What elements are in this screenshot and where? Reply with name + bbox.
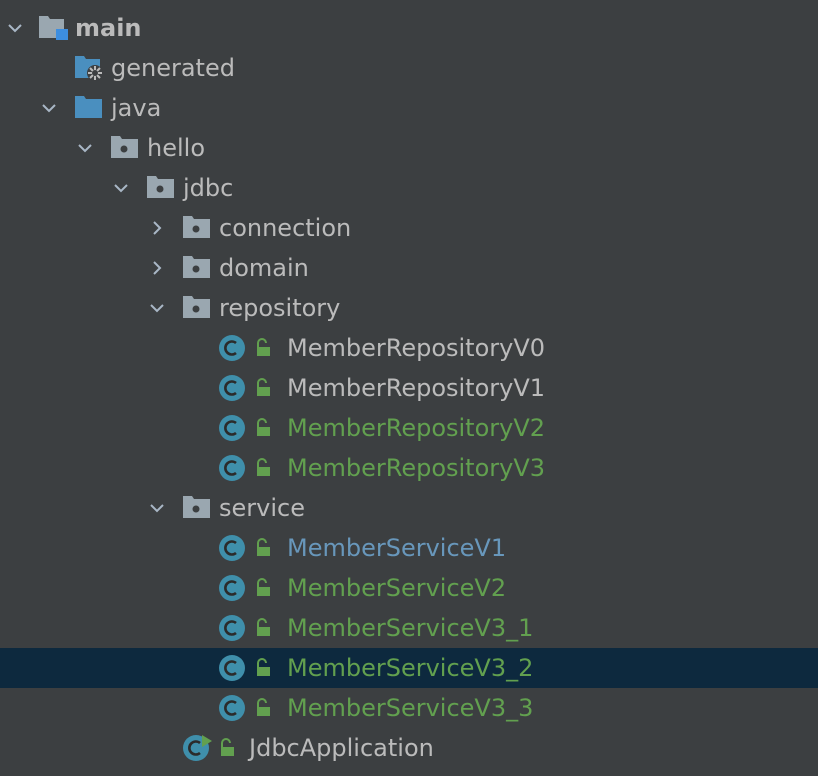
class-label: MemberRepositoryV3 [287, 454, 546, 482]
spring-boot-application-class-icon [182, 734, 214, 762]
tree-node-label: repository [219, 294, 341, 322]
tree-node-class-selected[interactable]: MemberServiceV3_2 [0, 648, 818, 688]
tree-node-service[interactable]: service [0, 488, 818, 528]
tree-node-class[interactable]: MemberServiceV3_3 [0, 688, 818, 728]
tree-node-class[interactable]: MemberRepositoryV3 [0, 448, 818, 488]
class-label: MemberServiceV3_3 [287, 694, 534, 722]
class-label: MemberServiceV2 [287, 574, 507, 602]
class-label: JdbcApplication [249, 734, 434, 762]
package-icon [110, 134, 140, 162]
class-icon [218, 414, 246, 442]
chevron-right-icon[interactable] [142, 208, 172, 248]
public-lock-icon [218, 728, 236, 768]
tree-node-jdbc-application[interactable]: JdbcApplication [0, 728, 818, 768]
class-icon [218, 334, 246, 362]
tree-node-class[interactable]: MemberServiceV1 [0, 528, 818, 568]
chevron-down-icon[interactable] [0, 8, 30, 48]
tree-node-jdbc[interactable]: jdbc [0, 168, 818, 208]
public-lock-icon [254, 568, 272, 608]
chevron-down-icon[interactable] [106, 168, 136, 208]
tree-node-connection[interactable]: connection [0, 208, 818, 248]
generated-sources-folder-icon [74, 54, 106, 82]
source-folder-icon [74, 94, 104, 122]
source-root-folder-icon [38, 14, 70, 42]
public-lock-icon [254, 528, 272, 568]
chevron-down-icon[interactable] [142, 288, 172, 328]
class-label: MemberServiceV3_1 [287, 614, 534, 642]
tree-node-label: jdbc [183, 174, 234, 202]
tree-node-class[interactable]: MemberRepositoryV0 [0, 328, 818, 368]
tree-node-label: domain [219, 254, 309, 282]
class-icon [218, 694, 246, 722]
chevron-down-icon[interactable] [34, 88, 64, 128]
tree-node-label: connection [219, 214, 352, 242]
tree-node-label: main [75, 14, 142, 42]
package-icon [146, 174, 176, 202]
tree-node-class[interactable]: MemberRepositoryV2 [0, 408, 818, 448]
class-label: MemberServiceV1 [287, 534, 507, 562]
tree-node-domain[interactable]: domain [0, 248, 818, 288]
class-label: MemberRepositoryV0 [287, 334, 546, 362]
package-icon [182, 294, 212, 322]
package-icon [182, 494, 212, 522]
chevron-down-icon[interactable] [70, 128, 100, 168]
class-icon [218, 614, 246, 642]
package-icon [182, 254, 212, 282]
package-icon [182, 214, 212, 242]
public-lock-icon [254, 368, 272, 408]
class-icon [218, 534, 246, 562]
tree-node-label: generated [111, 54, 235, 82]
public-lock-icon [254, 608, 272, 648]
tree-node-class[interactable]: MemberServiceV3_1 [0, 608, 818, 648]
class-label: MemberServiceV3_2 [287, 654, 534, 682]
tree-node-label: service [219, 494, 305, 522]
chevron-down-icon[interactable] [142, 488, 172, 528]
public-lock-icon [254, 648, 272, 688]
public-lock-icon [254, 448, 272, 488]
tree-node-class[interactable]: MemberServiceV2 [0, 568, 818, 608]
tree-node-label: java [111, 94, 162, 122]
class-icon [218, 454, 246, 482]
tree-node-class[interactable]: MemberRepositoryV1 [0, 368, 818, 408]
public-lock-icon [254, 328, 272, 368]
public-lock-icon [254, 408, 272, 448]
tree-node-generated[interactable]: generated [0, 48, 818, 88]
class-label: MemberRepositoryV1 [287, 374, 546, 402]
tree-node-main[interactable]: main [0, 8, 818, 48]
class-icon [218, 654, 246, 682]
tree-node-java[interactable]: java [0, 88, 818, 128]
tree-node-label: hello [147, 134, 205, 162]
public-lock-icon [254, 688, 272, 728]
tree-node-hello[interactable]: hello [0, 128, 818, 168]
class-icon [218, 574, 246, 602]
chevron-right-icon[interactable] [142, 248, 172, 288]
class-icon [218, 374, 246, 402]
tree-node-repository[interactable]: repository [0, 288, 818, 328]
class-label: MemberRepositoryV2 [287, 414, 546, 442]
